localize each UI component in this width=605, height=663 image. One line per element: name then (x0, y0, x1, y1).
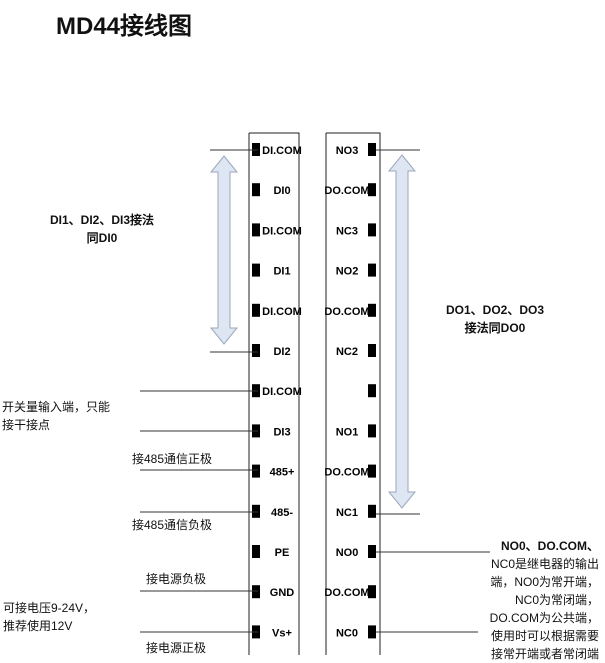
left-terminal-di-com-0: DI.COM (252, 143, 302, 157)
terminal-pin (252, 303, 260, 317)
terminal-pin (368, 384, 376, 398)
left-terminal-gnd-11: GND (252, 585, 294, 599)
left-terminal-label: PE (275, 547, 290, 559)
note-relay: NO0、DO.COM、 NC0是继电器的输出 端，NO0为常开端， NC0为常闭… (489, 539, 599, 661)
terminal-pin (368, 263, 376, 277)
right-terminal-do-com-4: DO.COM (324, 303, 376, 318)
right-terminal-nc3-2: NC3 (336, 223, 376, 237)
left-terminal-label: 485+ (270, 467, 295, 479)
note-switch-input: 开关量输入端，只能接干接点 (2, 400, 111, 432)
left-terminal-di-com-2: DI.COM (252, 223, 302, 237)
terminal-pin (252, 504, 260, 518)
right-terminal-nc1-9: NC1 (336, 504, 376, 519)
terminal-pin (368, 223, 376, 237)
note-485-positive: 接485通信正极 (132, 452, 213, 466)
right-terminal-no2-3: NO2 (336, 263, 376, 278)
left-terminal-label: DI.COM (262, 386, 302, 398)
right-terminal-do-com-11: DO.COM (324, 585, 376, 599)
terminal-pin (368, 464, 376, 478)
left-terminal-label: DI1 (273, 266, 290, 278)
left-terminal-di1-3: DI1 (252, 263, 291, 278)
terminal-pin (252, 545, 260, 558)
terminal-pin (252, 585, 260, 599)
diagram-title: MD44接线图 (56, 13, 193, 40)
right-terminal-do-com-8: DO.COM (324, 464, 376, 479)
left-terminal-485--8: 485+ (252, 464, 295, 479)
terminal-pin (368, 303, 376, 317)
right-terminal-no0-10: NO0 (336, 545, 376, 559)
terminal-pin (368, 625, 376, 639)
do-group-arrow (387, 154, 417, 509)
terminal-pin (252, 223, 260, 237)
left-terminal-label: DI.COM (262, 225, 302, 237)
di-group-arrow (209, 155, 239, 345)
right-terminal-blank-6 (368, 384, 376, 398)
right-terminal-label: DO.COM (324, 467, 369, 479)
terminal-pin (368, 344, 376, 357)
left-terminal-485--9: 485- (252, 504, 293, 519)
right-terminal-label: NO0 (336, 547, 359, 559)
left-terminal-pe-10: PE (252, 545, 289, 559)
terminal-pin (368, 504, 376, 518)
wire-lines (140, 149, 490, 633)
right-terminal-do-com-1: DO.COM (324, 183, 376, 197)
terminal-pin (252, 464, 260, 478)
terminal-pin (252, 183, 260, 197)
right-terminal-label: NC3 (336, 225, 358, 237)
right-terminal-no3-0: NO3 (336, 143, 376, 157)
right-connector-body (325, 132, 381, 655)
terminal-pin (368, 585, 376, 599)
right-terminal-nc2-5: NC2 (336, 344, 376, 358)
left-terminal-di2-5: DI2 (252, 344, 291, 358)
left-terminal-label: DI.COM (262, 145, 302, 157)
left-terminal-label: DI2 (273, 346, 290, 358)
right-terminal-label: NC0 (336, 627, 358, 639)
terminal-pin (252, 263, 260, 277)
right-terminal-nc0-12: NC0 (336, 625, 376, 639)
right-terminal-label: DO.COM (324, 185, 369, 197)
terminal-pin (368, 143, 376, 156)
note-power-negative: 接电源负极 (146, 572, 207, 586)
left-terminal-di0-1: DI0 (252, 183, 291, 197)
right-terminal-label: NC2 (336, 346, 358, 358)
left-terminal-di-com-4: DI.COM (252, 303, 302, 318)
right-terminal-no1-7: NO1 (336, 424, 376, 438)
note-voltage: 可接电压9-24V，推荐使用12V (3, 601, 96, 633)
terminal-pin (368, 545, 376, 558)
left-connector-body (248, 132, 300, 655)
right-terminal-label: NO1 (336, 426, 359, 438)
left-terminal-label: 485- (271, 507, 293, 519)
right-terminal-label: DO.COM (324, 306, 369, 318)
left-terminal-label: DI0 (273, 185, 290, 197)
left-terminal-label: DI3 (273, 426, 290, 438)
terminal-pin (252, 344, 260, 357)
left-terminal-di-com-6: DI.COM (252, 384, 302, 398)
right-terminal-label: NC1 (336, 507, 358, 519)
note-485-negative: 接485通信负极 (132, 518, 213, 532)
terminal-pin (368, 183, 376, 197)
right-terminal-label: NO3 (336, 145, 359, 157)
note-power-positive: 接电源正极 (146, 641, 207, 655)
terminal-pin (368, 424, 376, 438)
note-di-group: DI1、DI2、DI3接法同DI0 (50, 213, 155, 245)
right-terminal-label: NO2 (336, 266, 359, 278)
left-terminal-label: GND (270, 587, 295, 599)
right-terminal-label: DO.COM (324, 587, 369, 599)
left-terminal-label: DI.COM (262, 306, 302, 318)
left-terminal-label: Vs+ (272, 627, 292, 639)
